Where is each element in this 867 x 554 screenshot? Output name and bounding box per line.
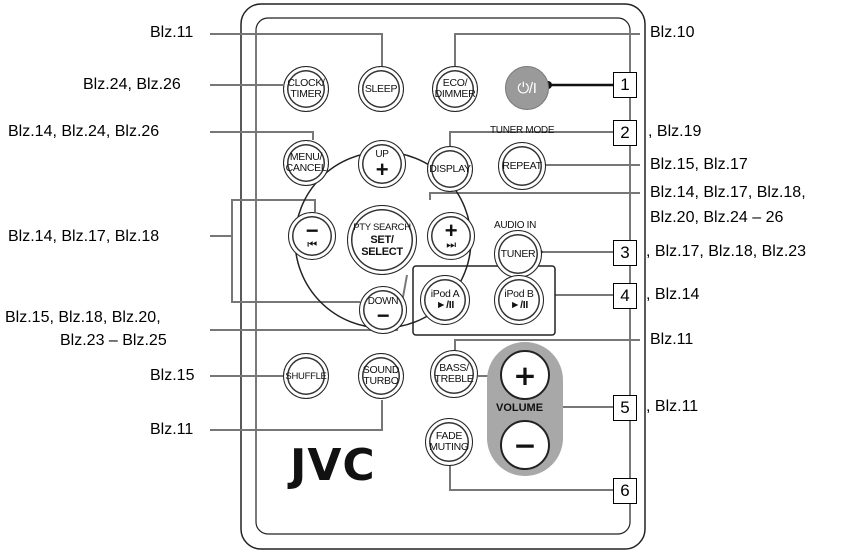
remote-inner-outline bbox=[255, 17, 631, 535]
up-plus-icon: + bbox=[375, 156, 389, 182]
label-sleep: Blz.11 bbox=[150, 24, 194, 41]
pty-line-3: SELECT bbox=[361, 246, 403, 258]
ipod-b-button[interactable]: iPod B►/II bbox=[494, 275, 544, 325]
bass-treble-button[interactable]: BASS/TREBLE bbox=[430, 350, 478, 398]
pty-line-1: PTY SEARCH bbox=[353, 222, 411, 233]
down-minus-icon: − bbox=[376, 302, 390, 328]
clock-timer-button[interactable]: CLOCK/TIMER bbox=[283, 66, 329, 112]
clock-line-2: TIMER bbox=[290, 88, 322, 100]
label-menu: Blz.14, Blz.24, Blz.26 bbox=[8, 123, 160, 140]
sleep-text: SLEEP bbox=[364, 82, 398, 95]
down-text: DOWN bbox=[367, 295, 399, 307]
down-minus-button[interactable]: DOWN− bbox=[359, 286, 407, 334]
pty-line-2: SET/ bbox=[370, 234, 394, 246]
volume-plus-icon: + bbox=[513, 358, 537, 392]
volume-label: VOLUME bbox=[496, 402, 544, 414]
callout-6: 6 bbox=[613, 478, 637, 504]
ipod-frame bbox=[412, 265, 556, 336]
label-plus-right-1: Blz.14, Blz.17, Blz.18, bbox=[650, 184, 806, 201]
display-button[interactable]: DISPLAY bbox=[427, 146, 473, 192]
label-select-1: Blz.15, Blz.18, Blz.20, bbox=[5, 309, 161, 326]
power-icon: ⏻/I bbox=[517, 79, 537, 97]
label-ipod: , Blz.14 bbox=[646, 286, 700, 303]
tuner-mode-label: TUNER MODE bbox=[490, 125, 555, 136]
shuffle-text: SHUFFLE bbox=[285, 370, 327, 382]
label-tuner: , Blz.17, Blz.18, Blz.23 bbox=[646, 243, 807, 260]
callout-4: 4 bbox=[613, 283, 637, 309]
label-volume: , Blz.11 bbox=[646, 398, 699, 415]
sleep-button[interactable]: SLEEP bbox=[358, 66, 404, 112]
repeat-text: REPEAT bbox=[502, 159, 542, 172]
callout-2: 2 bbox=[613, 120, 637, 146]
ipod-a-button[interactable]: iPod A►/II bbox=[420, 275, 470, 325]
callout-3: 3 bbox=[613, 240, 637, 266]
plus-icon: + bbox=[444, 217, 458, 243]
eco-dimmer-button[interactable]: ECO/DIMMER bbox=[432, 66, 478, 112]
ipod-b-play-icon: ►/II bbox=[510, 299, 528, 311]
tuner-text: TUNER bbox=[500, 247, 536, 260]
ipod-a-play-icon: ►/II bbox=[436, 299, 454, 311]
next-icon: ⏭ bbox=[446, 238, 456, 251]
label-left-group: Blz.14, Blz.17, Blz.18 bbox=[8, 228, 160, 245]
bass-line-2: TREBLE bbox=[434, 373, 474, 385]
eco-line-1: ECO/ bbox=[442, 77, 468, 89]
label-eco: Blz.10 bbox=[650, 24, 695, 41]
volume-minus-button[interactable]: − bbox=[500, 420, 550, 470]
label-display: , Blz.19 bbox=[648, 123, 702, 140]
repeat-button[interactable]: REPEAT bbox=[498, 142, 546, 190]
label-sound: Blz.11 bbox=[150, 421, 194, 438]
volume-minus-icon: − bbox=[513, 428, 537, 462]
menu-cancel-button[interactable]: MENU/CANCEL bbox=[283, 140, 329, 186]
minus-icon: − bbox=[305, 217, 319, 243]
power-button[interactable]: ⏻/I bbox=[505, 66, 549, 110]
bass-line-1: BASS/ bbox=[439, 362, 469, 374]
shuffle-button[interactable]: SHUFFLE bbox=[283, 353, 329, 399]
tuner-button[interactable]: TUNER bbox=[494, 230, 542, 278]
up-text: UP bbox=[375, 148, 389, 160]
audio-in-label: AUDIO IN bbox=[494, 220, 537, 231]
volume-plus-button[interactable]: + bbox=[500, 350, 550, 400]
label-repeat: Blz.15, Blz.17 bbox=[650, 156, 748, 173]
callout-5: 5 bbox=[613, 395, 637, 421]
jvc-logo: JVC bbox=[290, 440, 376, 491]
up-plus-button[interactable]: UP+ bbox=[358, 140, 406, 188]
display-text: DISPLAY bbox=[429, 162, 471, 175]
sound-line-2: TURBO bbox=[363, 375, 399, 387]
label-bass: Blz.11 bbox=[650, 331, 694, 348]
callout-1: 1 bbox=[613, 72, 637, 98]
sound-line-1: SOUND bbox=[362, 364, 400, 376]
fade-line-2: MUTING bbox=[429, 441, 469, 453]
label-select-2: Blz.23 – Blz.25 bbox=[60, 332, 167, 349]
label-clock: Blz.24, Blz.26 bbox=[83, 76, 181, 93]
fade-line-1: FADE bbox=[435, 430, 463, 442]
menu-line-2: CANCEL bbox=[285, 162, 327, 174]
ipod-b-text: iPod B bbox=[504, 288, 534, 300]
ipod-a-text: iPod A bbox=[430, 288, 460, 300]
menu-line-1: MENU/ bbox=[289, 151, 323, 163]
plus-next-button[interactable]: +⏭ bbox=[427, 212, 475, 260]
remote-outline bbox=[240, 3, 646, 550]
minus-prev-button[interactable]: −⏮ bbox=[288, 212, 336, 260]
label-plus-right-2: Blz.20, Blz.24 – 26 bbox=[650, 209, 784, 226]
prev-icon: ⏮ bbox=[307, 238, 317, 251]
label-shuffle: Blz.15 bbox=[150, 367, 195, 384]
eco-line-2: DIMMER bbox=[434, 88, 476, 100]
clock-line-1: CLOCK/ bbox=[287, 77, 325, 89]
